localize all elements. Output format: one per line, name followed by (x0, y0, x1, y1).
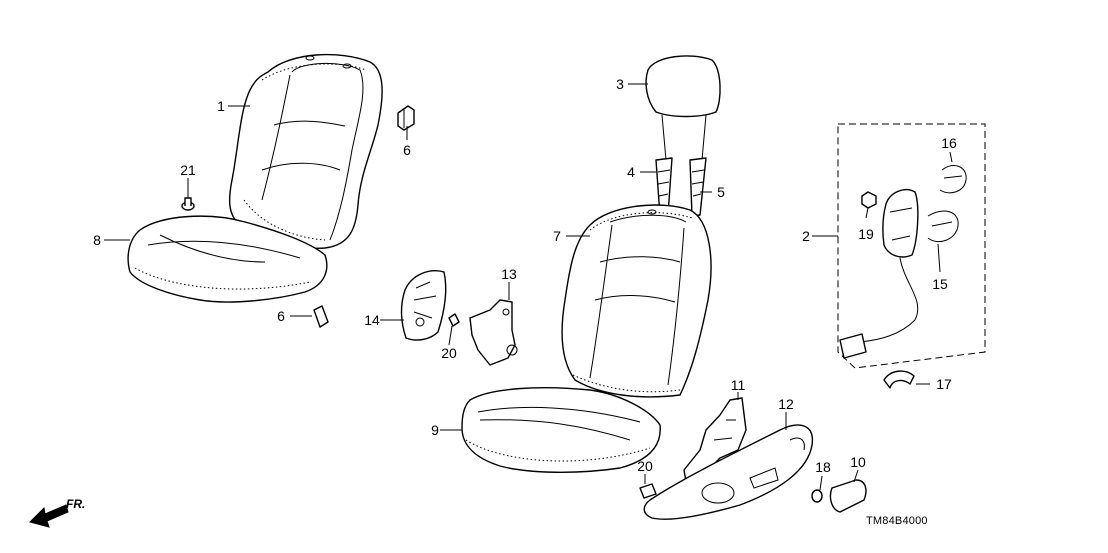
callout-12: 12 (778, 396, 794, 412)
retainer-upper (939, 165, 967, 194)
seat-back (561, 204, 712, 398)
callout-20-right: 20 (637, 458, 653, 474)
callout-21: 21 (180, 162, 196, 178)
callout-19: 19 (858, 226, 874, 242)
headrest-guide-right (689, 157, 707, 217)
screw (811, 489, 823, 503)
callout-5: 5 (717, 184, 725, 200)
airbag-assembly-frame (837, 123, 986, 369)
callout-1: 1 (217, 98, 225, 114)
side-trim (643, 424, 814, 520)
harness-clip (883, 370, 915, 389)
front-direction-arrow-icon (29, 504, 69, 528)
callout-13: 13 (501, 266, 517, 282)
small-clip-left (448, 313, 460, 327)
front-indicator-label: FR. (66, 497, 86, 511)
callout-20-left: 20 (441, 345, 457, 361)
callout-9: 9 (431, 422, 439, 438)
callout-6-upper: 6 (403, 142, 411, 158)
side-cover (400, 270, 447, 341)
small-clip-right (639, 483, 657, 499)
callout-15: 15 (932, 276, 948, 292)
callout-10: 10 (850, 454, 866, 470)
callout-11: 11 (730, 377, 746, 393)
callout-8: 8 (93, 232, 101, 248)
seat-cushion-cover (127, 215, 328, 303)
headrest (645, 55, 721, 161)
knob (829, 479, 867, 513)
retainer-lower (927, 210, 959, 242)
callout-7: 7 (553, 228, 561, 244)
clip-lower (313, 305, 329, 328)
callout-14: 14 (364, 312, 380, 328)
clip-upper (397, 105, 415, 131)
callout-17: 17 (936, 376, 952, 392)
callout-16: 16 (941, 135, 957, 151)
diagram-code: TM84B4000 (866, 515, 928, 527)
bracket (469, 299, 518, 366)
callout-18: 18 (815, 459, 831, 475)
nut (861, 191, 877, 209)
leader-lines (104, 83, 953, 491)
callout-4: 4 (627, 164, 635, 180)
callout-6-lower: 6 (277, 308, 285, 324)
callout-2: 2 (802, 228, 810, 244)
seat-cushion (461, 387, 661, 473)
side-airbag-module (839, 188, 919, 359)
bolt (181, 197, 195, 211)
seat-back-cover (228, 53, 383, 249)
callout-3: 3 (616, 76, 624, 92)
